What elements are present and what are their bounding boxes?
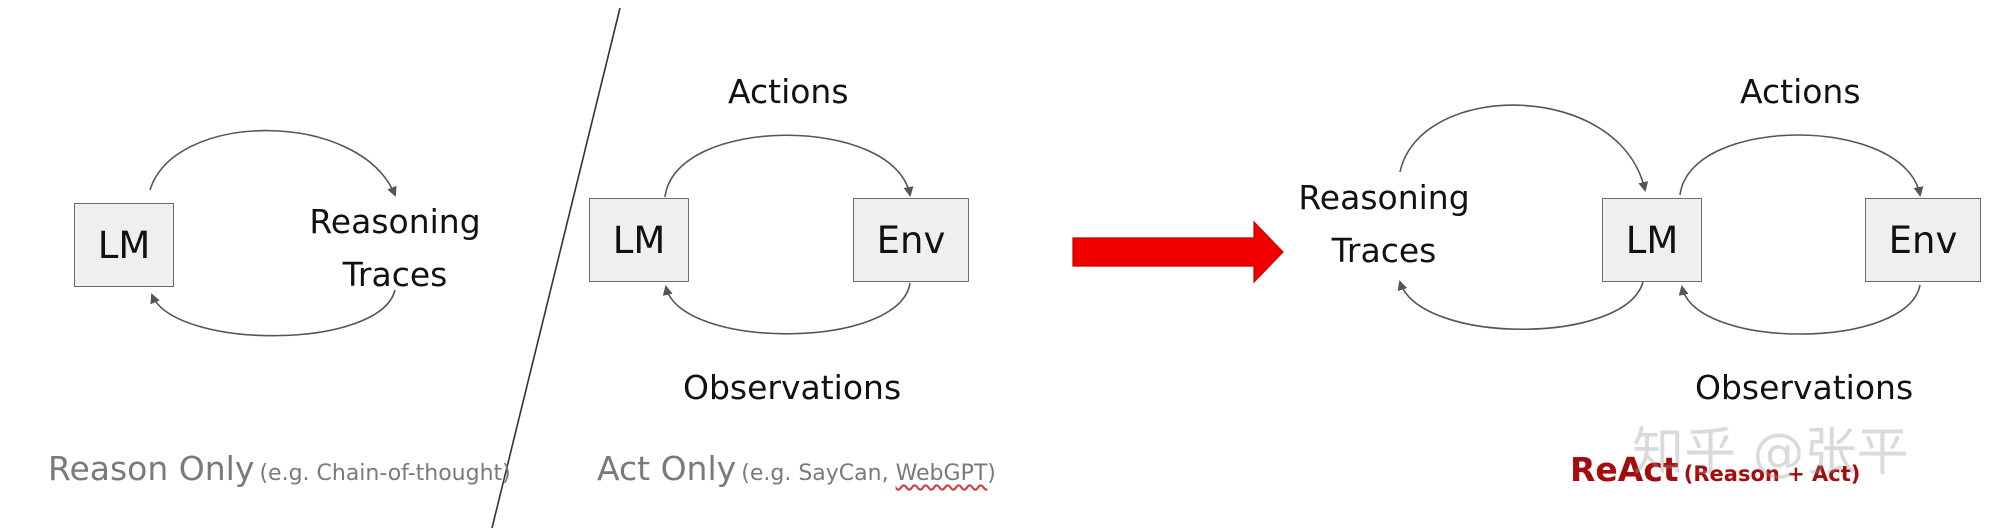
act-only-observations-label: Observations xyxy=(683,368,902,407)
reason-only-top-arrow xyxy=(149,129,397,197)
act-only-caption-main: Act Only xyxy=(597,449,737,488)
act-only-env-label: Env xyxy=(876,218,946,262)
react-traces-line1: Reasoning xyxy=(1298,178,1470,217)
panel-divider xyxy=(491,7,621,529)
react-traces-label: Reasoning Traces xyxy=(1294,172,1474,278)
react-caption-sub: (Reason + Act) xyxy=(1683,462,1861,486)
react-caption: ReAct (Reason + Act) xyxy=(1570,450,1860,489)
react-traces-line2: Traces xyxy=(1331,230,1437,270)
reason-only-caption-sub: (e.g. Chain-of-thought) xyxy=(259,461,511,486)
reason-only-traces-line1: Reasoning xyxy=(309,202,481,241)
react-actions-label: Actions xyxy=(1740,72,1861,111)
react-caption-main: ReAct xyxy=(1570,450,1679,489)
transition-arrow xyxy=(1072,220,1284,284)
reason-only-bottom-arrow xyxy=(150,289,396,337)
reason-only-traces-label: Reasoning Traces xyxy=(305,196,485,302)
act-only-lm-box: LM xyxy=(589,198,689,282)
act-only-observations-arrow xyxy=(662,282,911,335)
act-only-actions-arrow xyxy=(664,134,914,198)
reason-only-caption-main: Reason Only xyxy=(48,449,255,488)
act-only-caption: Act Only (e.g. SayCan, WebGPT) xyxy=(597,449,996,488)
act-only-lm-label: LM xyxy=(612,218,666,262)
reason-only-traces-line2: Traces xyxy=(342,254,448,294)
reason-only-lm-label: LM xyxy=(97,223,151,267)
react-lm-box: LM xyxy=(1602,198,1702,282)
reason-only-caption: Reason Only (e.g. Chain-of-thought) xyxy=(48,449,511,488)
act-only-caption-sub-prefix: (e.g. SayCan, xyxy=(741,461,896,486)
react-observations-label: Observations xyxy=(1695,368,1914,407)
react-reasoning-bottom-arrow xyxy=(1397,280,1644,330)
act-only-env-box: Env xyxy=(853,198,969,282)
react-observations-arrow xyxy=(1678,284,1921,335)
react-env-label: Env xyxy=(1888,218,1958,262)
act-only-caption-sub-suffix: ) xyxy=(987,461,996,486)
react-env-box: Env xyxy=(1865,198,1981,282)
react-reasoning-top-arrow xyxy=(1399,104,1649,192)
reason-only-lm-box: LM xyxy=(74,203,174,287)
react-lm-label: LM xyxy=(1625,218,1679,262)
act-only-caption-sub-link: WebGPT xyxy=(895,461,988,486)
act-only-actions-label: Actions xyxy=(728,72,849,111)
zhihu-watermark: 知乎 @张平 xyxy=(1632,423,1909,483)
react-actions-arrow xyxy=(1679,134,1924,197)
